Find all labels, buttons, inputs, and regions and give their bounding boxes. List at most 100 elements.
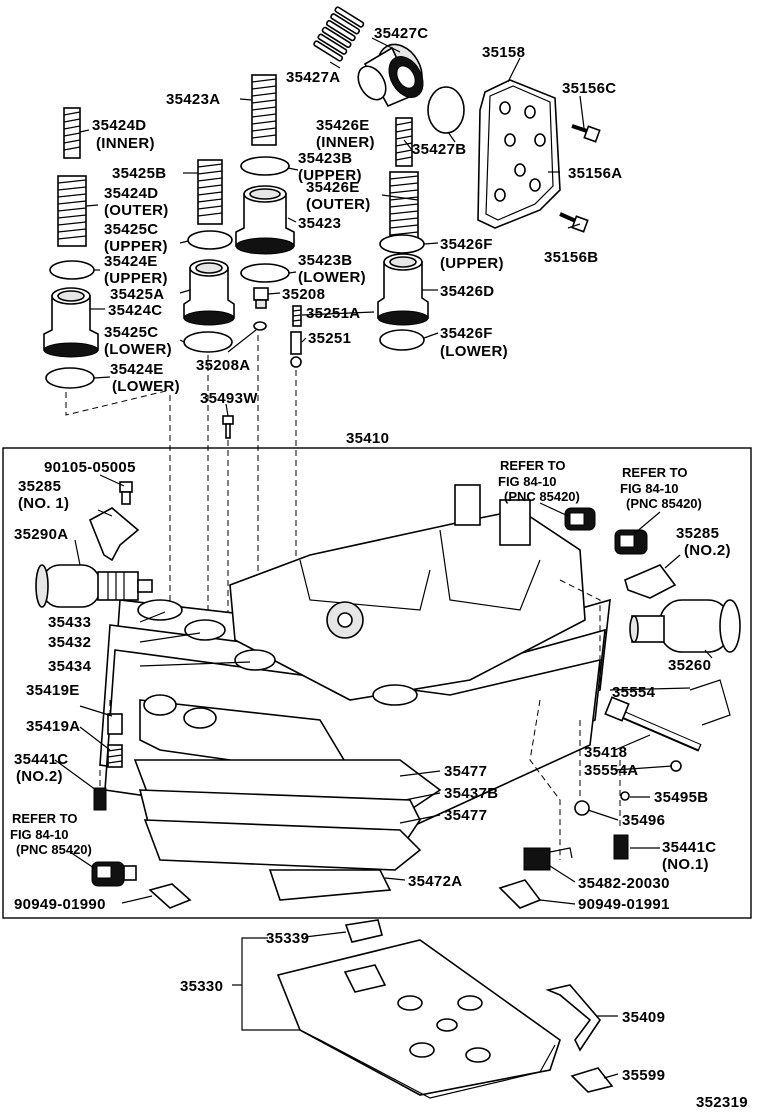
label-35156C: 35156C	[562, 80, 616, 97]
seal-35425C-lower	[183, 331, 233, 353]
label-35425A: 35425A	[110, 286, 164, 303]
clip-35599	[570, 1067, 614, 1093]
label-35472A: 35472A	[408, 873, 462, 890]
label-outer-a: (OUTER)	[104, 202, 169, 219]
label-refer-3: REFER TO	[12, 811, 78, 826]
piston-35426D	[377, 253, 429, 326]
label-35441C-no2: 35441C	[14, 751, 68, 768]
label-upper-b: (UPPER)	[104, 238, 168, 255]
label-35419A: 35419A	[26, 718, 80, 735]
valve-35418	[604, 696, 702, 752]
piston-35427C	[357, 43, 424, 108]
label-no2-b: (NO.2)	[16, 768, 63, 785]
dashed-locators	[99, 579, 621, 860]
bolt-35493W	[222, 415, 234, 439]
label-35423A: 35423A	[166, 91, 220, 108]
spring-35419A	[107, 744, 123, 768]
label-no1: (NO. 1)	[18, 495, 69, 512]
label-upper-a: (UPPER)	[298, 167, 362, 184]
label-lower-a: (LOWER)	[298, 269, 366, 286]
spring-35425B	[197, 159, 223, 225]
label-35424D-outer: 35424D	[104, 185, 158, 202]
label-35330: 35330	[180, 978, 223, 995]
label-lower-d: (LOWER)	[112, 378, 180, 395]
bolt-90105-05005	[119, 481, 133, 505]
label-refer-2: REFER TO	[622, 465, 688, 480]
plug-35441C-no1	[613, 834, 629, 860]
label-35432: 35432	[48, 634, 91, 651]
ball-35496	[574, 800, 590, 816]
label-35477-a: 35477	[444, 763, 487, 780]
label-no2: (NO.2)	[684, 542, 731, 559]
bolt-35156B	[559, 212, 589, 233]
label-35495B: 35495B	[654, 789, 708, 806]
cover-35339	[304, 919, 383, 943]
label-90949-01991: 90949-01991	[578, 896, 670, 913]
label-35433: 35433	[48, 614, 91, 631]
label-pnc-1: (PNC 85420)	[504, 489, 580, 504]
plate-stack	[99, 484, 611, 901]
label-35424E-lower: 35424E	[110, 361, 164, 378]
plug-35208	[253, 287, 269, 309]
locator-35424E-lower	[65, 389, 171, 416]
label-lower-c: (LOWER)	[440, 343, 508, 360]
bracket-35285-no2	[624, 564, 677, 599]
label-35554A: 35554A	[584, 762, 638, 779]
seal-35423B-upper	[240, 156, 290, 176]
label-fig-3: FIG 84-10	[10, 827, 69, 842]
seal-35424E-lower	[45, 367, 95, 389]
spring-35251A	[292, 305, 302, 327]
label-35426E-outer: 35426E	[306, 179, 360, 196]
label-35208: 35208	[282, 286, 325, 303]
seal-35426F-upper	[379, 234, 425, 254]
label-90949-01990: 90949-01990	[14, 896, 106, 913]
label-35427A: 35427A	[286, 69, 340, 86]
solenoid-35290A	[35, 564, 153, 608]
label-35599: 35599	[622, 1067, 665, 1084]
seal-35425C-upper	[187, 230, 233, 250]
label-upper-d: (UPPER)	[104, 270, 168, 287]
label-fig-1: FIG 84-10	[498, 474, 557, 489]
label-pnc-3: (PNC 85420)	[16, 842, 92, 857]
label-35427C: 35427C	[374, 25, 428, 42]
plug-35419E	[107, 713, 123, 735]
diagram-code: 352319	[696, 1094, 748, 1111]
solenoid-35260	[629, 599, 741, 653]
label-35441C-no1: 35441C	[662, 839, 716, 856]
label-35158: 35158	[482, 44, 525, 61]
leader-lines	[54, 474, 713, 905]
label-35251: 35251	[308, 330, 351, 347]
piston-35425A	[183, 259, 235, 326]
part-labels: 35427C 35427A 35158 35156C 35423A 35424D…	[10, 25, 748, 1111]
solenoid-pnc85420-a	[564, 507, 596, 531]
label-35423B-upper: 35423B	[298, 150, 352, 167]
seal-35427B	[427, 86, 465, 134]
label-35251A: 35251A	[306, 305, 360, 322]
label-35426E-inner: 35426E	[316, 117, 370, 134]
clip-35554A	[670, 760, 682, 772]
label-35493W: 35493W	[200, 390, 258, 407]
label-refer-1: REFER TO	[500, 458, 566, 473]
label-35554: 35554	[612, 684, 656, 701]
label-35290A: 35290A	[14, 526, 68, 543]
label-35410: 35410	[346, 430, 389, 447]
label-35477-b: 35477	[444, 807, 487, 824]
assembly-box-35410	[2, 447, 752, 919]
label-35434: 35434	[48, 658, 92, 675]
piston-35423	[235, 185, 295, 255]
plug-35441C-no2	[93, 787, 107, 811]
label-35437B: 35437B	[444, 785, 498, 802]
piston-35424C	[43, 287, 99, 358]
label-35260: 35260	[668, 657, 711, 674]
label-35424E-upper: 35424E	[104, 253, 158, 270]
bracket-35285-no1	[88, 507, 140, 562]
sensor-35482-20030	[523, 847, 573, 871]
solenoid-pnc85420-b	[614, 529, 648, 555]
spring-35427A	[313, 6, 365, 62]
rod-35554	[689, 679, 731, 726]
label-outer-b: (OUTER)	[306, 196, 371, 213]
spring-35424D-inner	[63, 107, 81, 159]
clip-90949-01991	[498, 879, 542, 909]
label-35409: 35409	[622, 1009, 665, 1026]
